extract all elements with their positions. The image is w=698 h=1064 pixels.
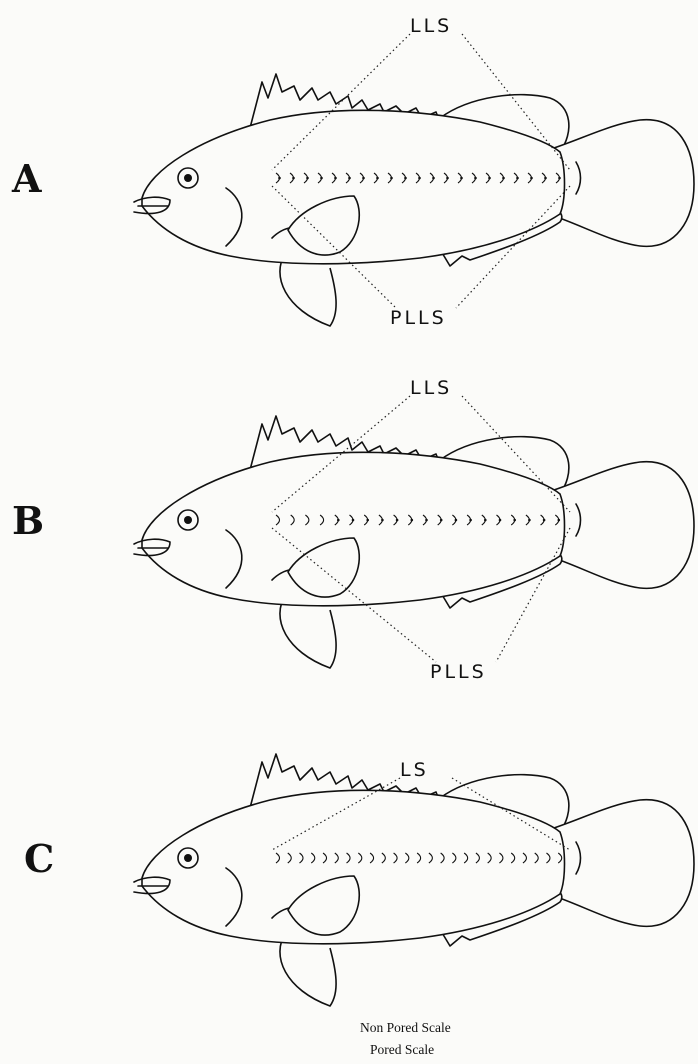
scale-pore — [396, 519, 399, 522]
scale-pore — [543, 519, 546, 522]
scale-pore — [530, 177, 533, 180]
panel-a: LLS PLLS A — [11, 15, 694, 329]
fish-body — [142, 790, 565, 943]
scale-pore — [432, 177, 435, 180]
scale-pore — [460, 177, 463, 180]
panel-letter: B — [12, 498, 44, 543]
scale-pore — [352, 519, 355, 522]
scale-pore — [366, 519, 369, 522]
scale-pore — [558, 519, 561, 522]
fish-body — [142, 110, 565, 263]
panel-c: LS C — [24, 754, 694, 1006]
scale-pore — [474, 177, 477, 180]
scale-pore — [469, 519, 472, 522]
fish-body — [142, 452, 565, 605]
scale-pore — [337, 519, 340, 522]
scale-pore — [455, 519, 458, 522]
scale-pore — [425, 519, 428, 522]
scale-pore — [362, 177, 365, 180]
panel-letter: C — [24, 836, 54, 881]
scale-pore — [320, 177, 323, 180]
scale-pore — [484, 519, 487, 522]
caudal-fin — [548, 462, 694, 589]
bottom-callout-label: PLLS — [390, 307, 447, 329]
pupil — [184, 174, 192, 182]
legend-pored-scale: Pored Scale — [370, 1042, 434, 1057]
scale-pore — [544, 177, 547, 180]
scale-pore — [528, 519, 531, 522]
scale-pore — [292, 177, 295, 180]
scale-pore — [381, 519, 384, 522]
top-callout-label: LLS — [410, 15, 452, 37]
panel-letter: A — [11, 156, 42, 201]
pupil — [184, 516, 192, 524]
top-callout-label: LS — [400, 759, 429, 781]
caudal-fin — [548, 800, 694, 927]
scale-pore — [502, 177, 505, 180]
scale-pore — [334, 177, 337, 180]
scale-pore — [411, 519, 414, 522]
pupil — [184, 854, 192, 862]
scale-pore — [404, 177, 407, 180]
scale-pore — [440, 519, 443, 522]
bottom-callout-label: PLLS — [430, 661, 487, 683]
scale-pore — [516, 177, 519, 180]
panel-b: LLS PLLS B — [12, 377, 694, 683]
scale-legend: Non Pored Scale Pored Scale — [360, 1020, 451, 1057]
legend-non-pored-scale: Non Pored Scale — [360, 1020, 451, 1035]
scale-pore — [418, 177, 421, 180]
scale-pore — [376, 177, 379, 180]
scale-pore — [348, 177, 351, 180]
scale-pore — [446, 177, 449, 180]
scale-pore — [390, 177, 393, 180]
scale-pore — [499, 519, 502, 522]
scale-pore — [558, 177, 561, 180]
scale-pore — [488, 177, 491, 180]
caudal-fin — [548, 120, 694, 247]
scale-pore — [513, 519, 516, 522]
top-callout-label: LLS — [410, 377, 452, 399]
scale-pore — [306, 177, 309, 180]
scale-pore — [278, 177, 281, 180]
